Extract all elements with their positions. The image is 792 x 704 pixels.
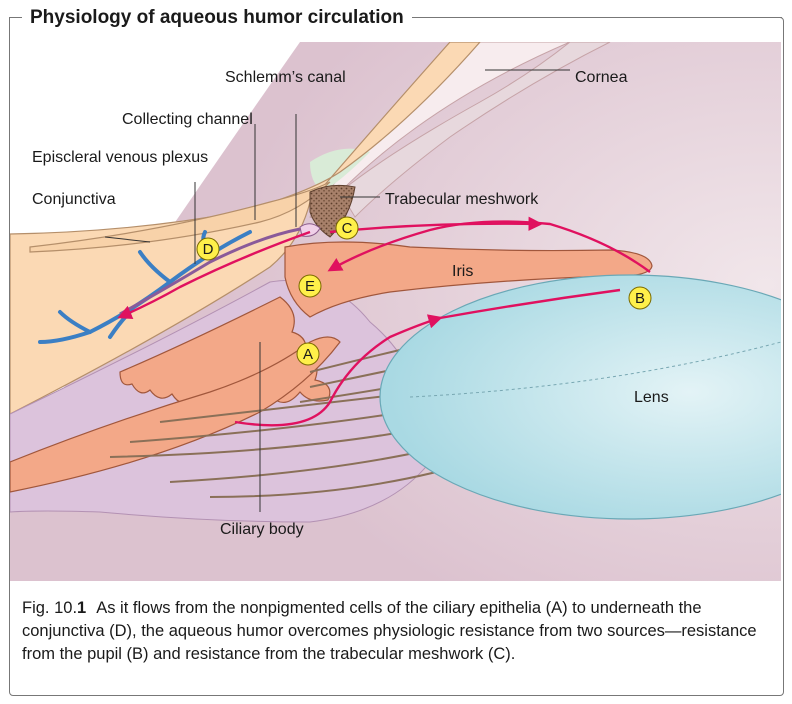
label-collecting-channel: Collecting channel bbox=[122, 111, 253, 128]
svg-text:B: B bbox=[635, 290, 645, 307]
label-episcleral-venous-plexus: Episcleral venous plexus bbox=[32, 149, 208, 166]
label-conjunctiva: Conjunctiva bbox=[32, 191, 116, 208]
svg-text:E: E bbox=[305, 278, 315, 295]
marker-b: B bbox=[629, 287, 651, 309]
eye-anatomy-illustration: Schlemm’s canal Cornea Collecting channe… bbox=[10, 42, 781, 581]
svg-text:C: C bbox=[342, 220, 353, 237]
figure-heading: Physiology of aqueous humor circulation bbox=[22, 7, 412, 29]
label-cornea: Cornea bbox=[575, 69, 628, 86]
figure-number: Fig. 10.1 bbox=[22, 599, 86, 617]
label-iris: Iris bbox=[452, 263, 473, 280]
marker-d: D bbox=[197, 238, 219, 260]
marker-c: C bbox=[336, 217, 358, 239]
label-ciliary-body: Ciliary body bbox=[220, 521, 304, 538]
caption-text: As it flows from the nonpigmented cells … bbox=[22, 599, 757, 663]
svg-text:D: D bbox=[203, 241, 214, 258]
marker-a: A bbox=[297, 343, 319, 365]
label-trabecular-meshwork: Trabecular meshwork bbox=[385, 191, 539, 208]
marker-e: E bbox=[299, 275, 321, 297]
label-schlemms-canal: Schlemm’s canal bbox=[225, 69, 346, 86]
label-lens: Lens bbox=[634, 389, 669, 406]
svg-text:A: A bbox=[303, 346, 313, 363]
heading-rule bbox=[445, 17, 782, 18]
